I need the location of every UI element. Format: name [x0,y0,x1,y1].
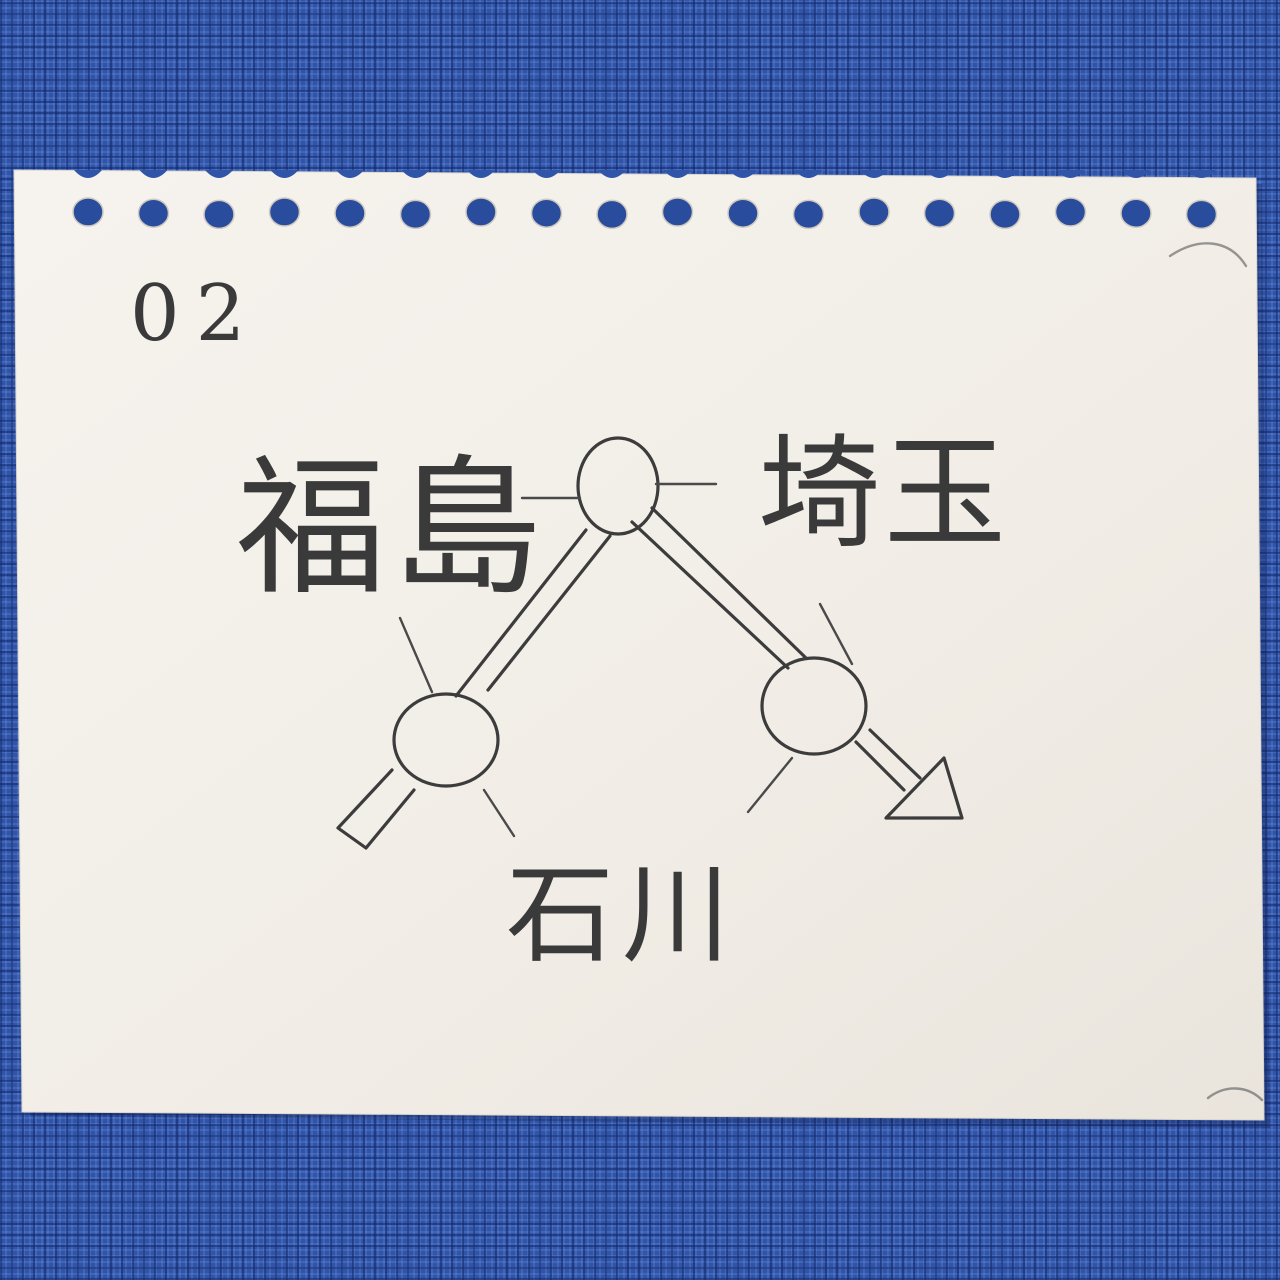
route-segment-end [854,728,922,792]
station-circle-ishikawa [392,692,500,788]
perforation-notch [1122,170,1150,178]
perforation-hole [1185,199,1218,230]
place-label-ishikawa: 石川 [506,853,738,978]
station-circle-right [760,656,868,756]
perforation-notch [401,170,430,178]
place-label-saitama: 埼玉 [758,423,1010,565]
perforation-notch [598,170,626,178]
perforation-hole [596,199,628,230]
perforation-hole [858,197,890,227]
perforation-notch [205,170,233,178]
perforation-notch [1187,170,1216,178]
route-segment-start [336,768,416,850]
perforation-holes [72,170,1218,230]
perforation-hole [727,198,759,228]
station-circle-top [576,436,660,536]
corner-doodle [1168,242,1264,1102]
perforation-hole [334,198,366,228]
route-segment-right [630,506,808,670]
route-segment-left [454,528,612,698]
perforation-hole [530,198,563,228]
perforation-hole [792,199,825,230]
perforation-notch [74,170,102,178]
perforation-hole [72,197,104,227]
station-ticks [398,482,854,838]
perforation-notch [139,170,168,178]
perforation-notch [270,170,299,178]
perforation-hole [465,197,497,227]
perforation-hole [399,199,432,230]
note-number: 02 [130,269,261,359]
arrow-head-icon [884,756,964,820]
perforation-notch [729,170,757,178]
perforation-hole [137,198,170,228]
perforation-notch [663,170,692,178]
perforation-hole [989,199,1021,230]
route-sketch [336,436,964,850]
perforation-notch [1056,170,1085,178]
perforation-notch [467,170,495,178]
perforation-notch [336,170,364,178]
perforation-notch [991,170,1019,178]
perforation-notch [860,170,888,178]
perforation-notch [925,170,954,178]
perforation-hole [268,197,301,227]
perforation-hole [1120,198,1152,228]
perforation-hole [661,197,694,227]
perforation-hole [203,199,235,230]
perforation-hole [923,198,956,228]
perforation-notch [532,170,561,178]
paper-sheet [13,169,1270,1128]
place-label-fukushima: 福島 [236,442,548,616]
perforation-hole [1054,197,1087,227]
perforation-notch [794,170,823,178]
